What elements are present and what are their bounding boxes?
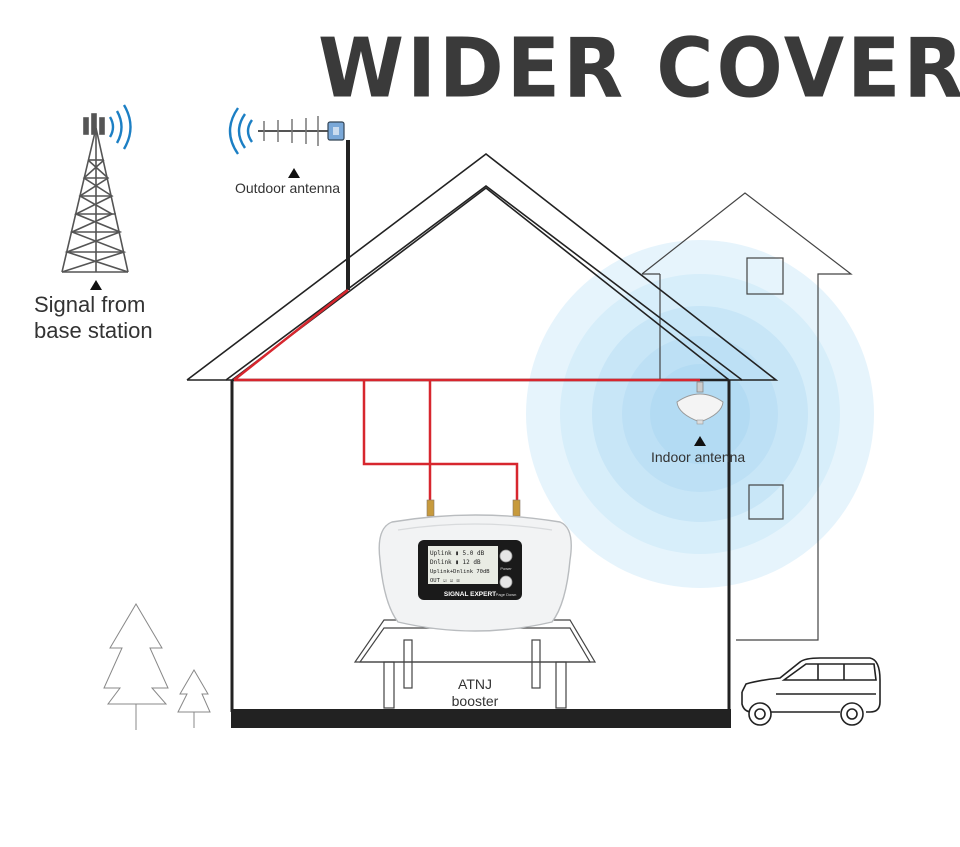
booster-lcd-screen: [428, 546, 498, 584]
indoor-antenna-pointer-icon: [694, 436, 706, 446]
outdoor-antenna-pointer-icon: [288, 168, 300, 178]
booster-label-line1: ATNJ: [458, 676, 492, 692]
neighbor-house: [641, 192, 853, 641]
cable-outdoor-to-booster: [362, 380, 519, 512]
cable-roof: [233, 289, 349, 381]
car-icon: [741, 657, 881, 726]
house-floor: [231, 709, 731, 728]
lcd-row-3: Uplink+Dnlink 70dB: [430, 569, 490, 575]
indoor-antenna-icon: [676, 381, 724, 446]
booster-brand-label: SIGNAL EXPERT: [444, 591, 496, 598]
neighbor-window-bottom: [748, 484, 784, 520]
page-title: WIDER COVERAGE: [318, 21, 960, 117]
neighbor-window-top: [746, 257, 784, 295]
base-station-tower-icon: [61, 113, 129, 273]
booster-page-button[interactable]: [499, 575, 513, 589]
outdoor-antenna-icon: [258, 116, 345, 178]
tree-small-icon: [177, 669, 211, 728]
booster-label-line2: booster: [451, 693, 499, 709]
booster-power-label: Power: [500, 566, 512, 571]
base-station-label-line2: base station: [34, 318, 153, 343]
base-station-pointer-icon: [90, 280, 102, 290]
lcd-row-2: Dnlink ▮ 12 dB: [430, 559, 481, 566]
lcd-row-4: OUT ☑ ☑ ☒: [430, 578, 460, 584]
booster-page-label: Page Down: [496, 592, 517, 597]
indoor-antenna-label: Indoor antenna: [651, 449, 746, 465]
booster-device: Uplink ▮ 5.0 dB Dnlink ▮ 12 dB Uplink+Dn…: [378, 499, 572, 632]
tree-large-icon: [103, 603, 169, 730]
booster-label: ATNJ booster: [430, 676, 520, 710]
outdoor-antenna-label: Outdoor antenna: [235, 180, 341, 196]
outdoor-antenna-waves-icon: [228, 107, 253, 155]
coax-cables: [233, 140, 700, 512]
base-station-waves-icon: [108, 104, 132, 150]
base-station-label-line1: Signal from: [34, 292, 146, 317]
lcd-row-1: Uplink ▮ 5.0 dB: [430, 550, 485, 557]
base-station-label: Signal from base station: [34, 292, 153, 344]
booster-power-button[interactable]: [499, 549, 513, 563]
